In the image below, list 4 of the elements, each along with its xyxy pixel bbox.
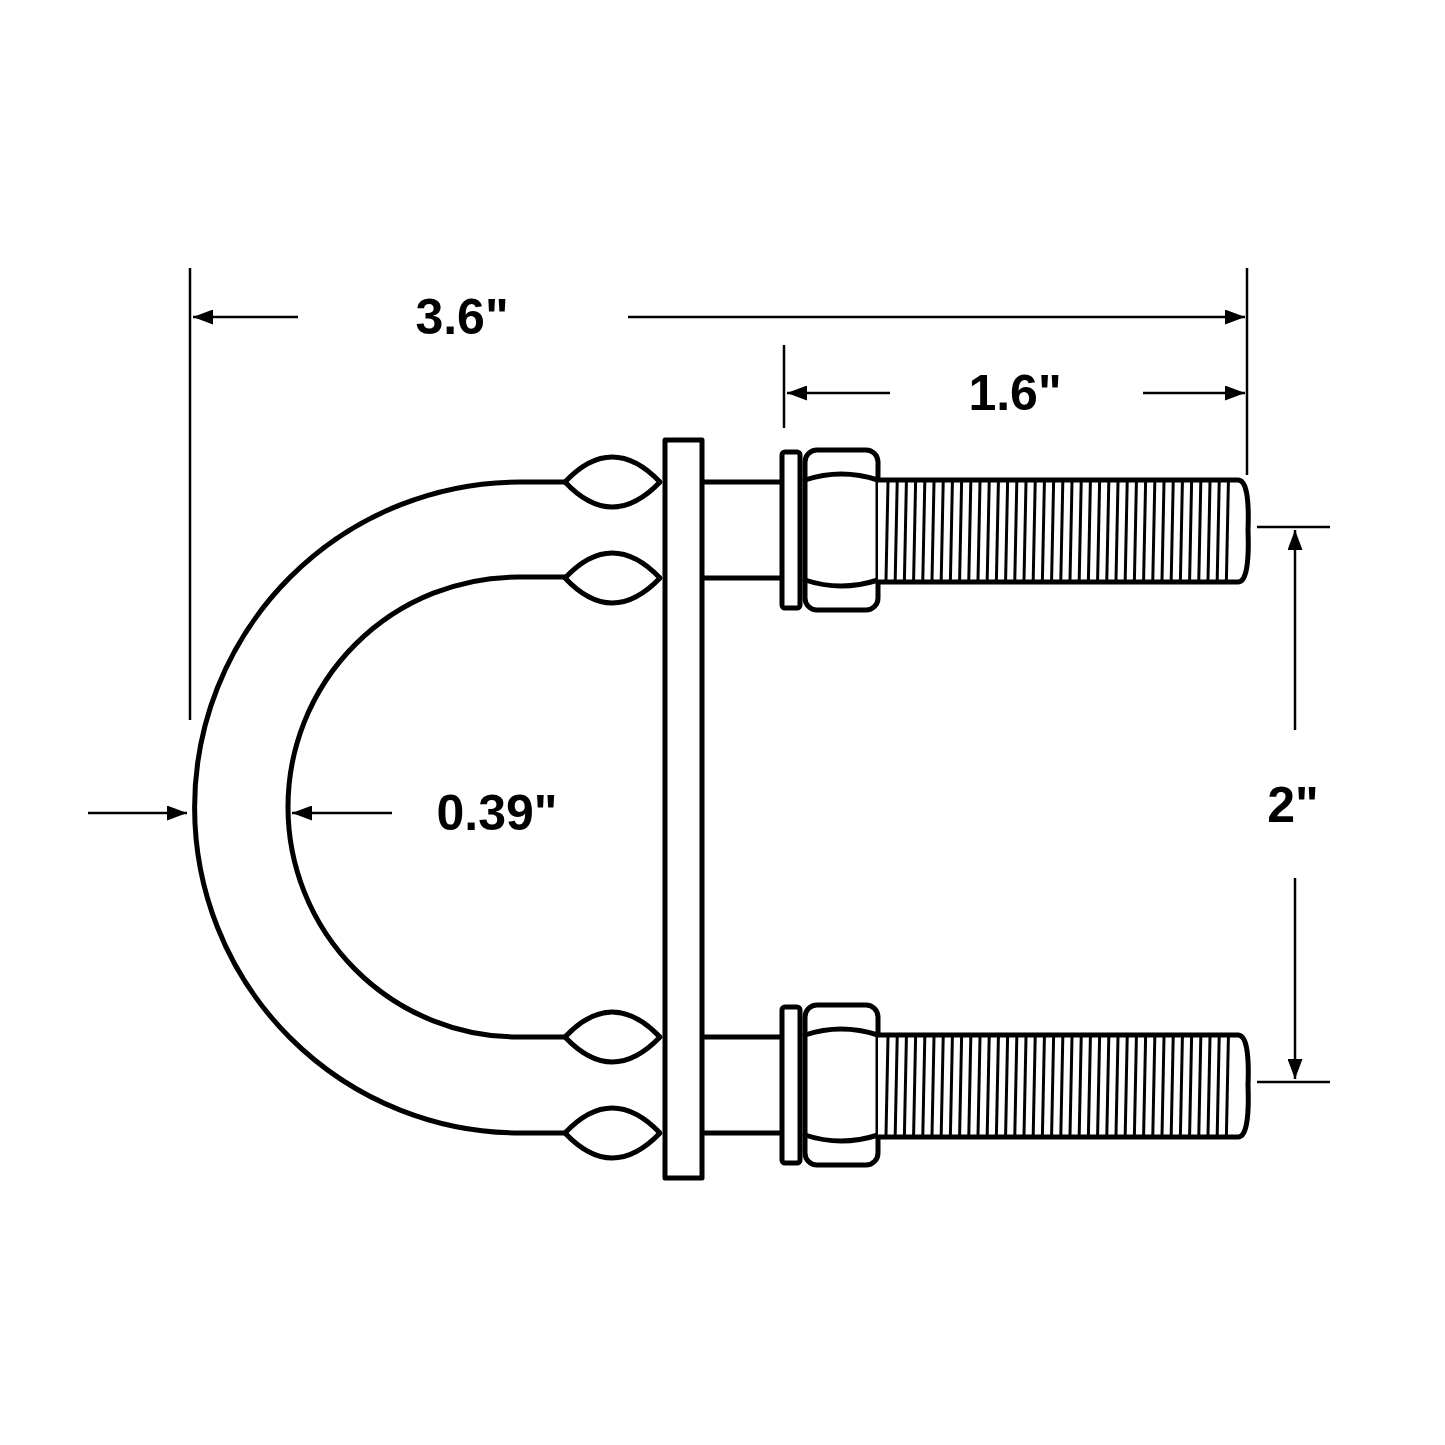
dimension-label: 2"	[1267, 780, 1319, 830]
dimension-label: 3.6"	[415, 292, 509, 342]
dimension-label: 0.39"	[436, 788, 558, 838]
dimension-label: 1.6"	[968, 368, 1062, 418]
